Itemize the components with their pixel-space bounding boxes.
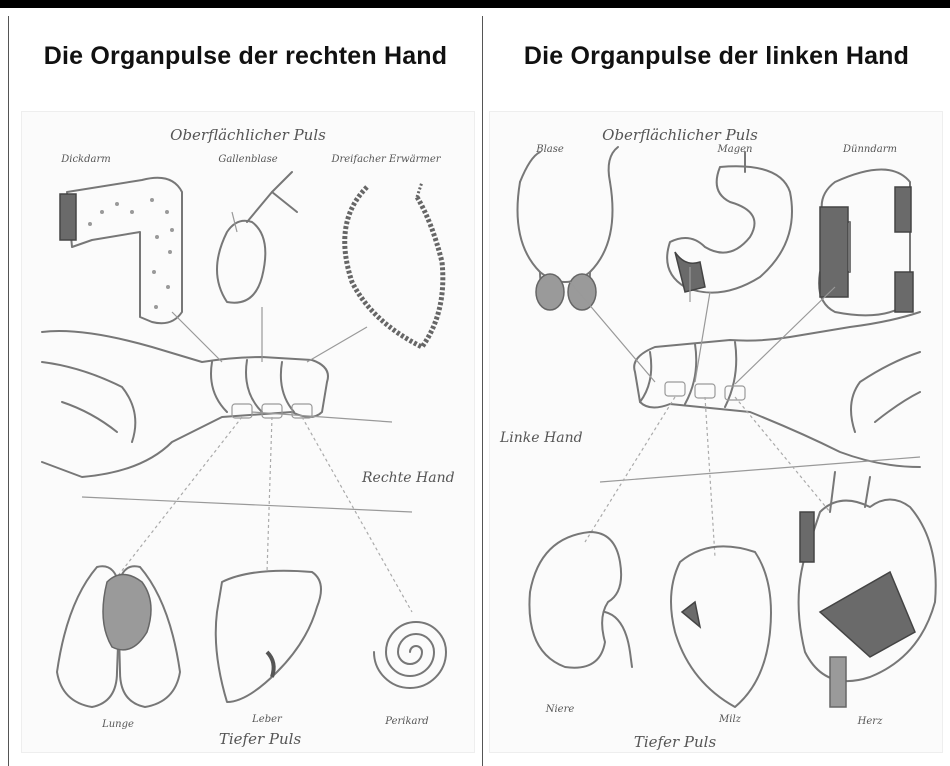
large-intestine-icon xyxy=(60,178,182,324)
left-hand-illustration: Oberflächlicher Puls Blase Magen Dünndar… xyxy=(489,111,943,753)
kidney-icon xyxy=(529,532,632,668)
left-superficial-pulse-label: Oberflächlicher Puls xyxy=(602,126,758,144)
right-hand-diagram: Oberflächlicher Puls Dickdarm Gallenblas… xyxy=(22,112,474,752)
connector-lung xyxy=(117,417,242,577)
right-organ-label-triple-heater: Dreifacher Erwärmer xyxy=(330,154,441,165)
right-deep-pulse-label: Tiefer Puls xyxy=(219,730,302,748)
right-superficial-pulse-label: Oberflächlicher Puls xyxy=(170,126,326,144)
connector-heart xyxy=(735,397,830,512)
left-hand-panel: Die Organpulse der linken Hand Oberfläch… xyxy=(482,16,950,766)
stomach-icon xyxy=(667,152,792,302)
connector-spleen xyxy=(705,397,715,557)
right-hand-icon xyxy=(42,307,412,512)
right-organ-label-large-intestine: Dickdarm xyxy=(60,154,111,165)
spleen-icon xyxy=(671,546,771,707)
right-hand-illustration: Oberflächlicher Puls Dickdarm Gallenblas… xyxy=(21,111,475,753)
pericardium-icon xyxy=(374,622,446,688)
right-organ-label-pericardium: Perikard xyxy=(384,716,428,727)
right-hand-panel-title: Die Organpulse der rechten Hand xyxy=(9,42,482,71)
right-organ-label-lung: Lunge xyxy=(101,719,134,730)
triple-heater-icon xyxy=(345,182,443,347)
left-hand-label: Linke Hand xyxy=(499,430,583,446)
heart-icon xyxy=(799,472,936,707)
gallbladder-icon xyxy=(217,172,297,303)
liver-icon xyxy=(216,571,321,702)
connector-liver xyxy=(267,417,272,572)
right-organ-label-liver: Leber xyxy=(251,714,283,725)
left-organ-label-spleen: Milz xyxy=(718,714,742,725)
left-organ-label-small-intestine: Dünndarm xyxy=(842,144,897,155)
connector-pericardium xyxy=(302,417,412,612)
left-organ-label-kidney: Niere xyxy=(545,704,575,715)
left-organ-label-stomach: Magen xyxy=(717,144,753,155)
right-hand-panel: Die Organpulse der rechten Hand Oberfläc… xyxy=(8,16,482,766)
right-hand-label: Rechte Hand xyxy=(361,470,455,486)
left-hand-diagram: Oberflächlicher Puls Blase Magen Dünndar… xyxy=(490,112,942,752)
right-organ-label-gallbladder: Gallenblase xyxy=(218,154,277,165)
small-intestine-icon xyxy=(819,170,913,316)
bladder-icon xyxy=(518,147,619,310)
left-hand-icon xyxy=(570,282,920,482)
connector-kidney xyxy=(585,397,675,542)
left-organ-label-heart: Herz xyxy=(857,716,883,727)
left-deep-pulse-label: Tiefer Puls xyxy=(634,733,717,751)
lung-icon xyxy=(57,566,180,707)
left-hand-panel-title: Die Organpulse der linken Hand xyxy=(483,42,950,71)
